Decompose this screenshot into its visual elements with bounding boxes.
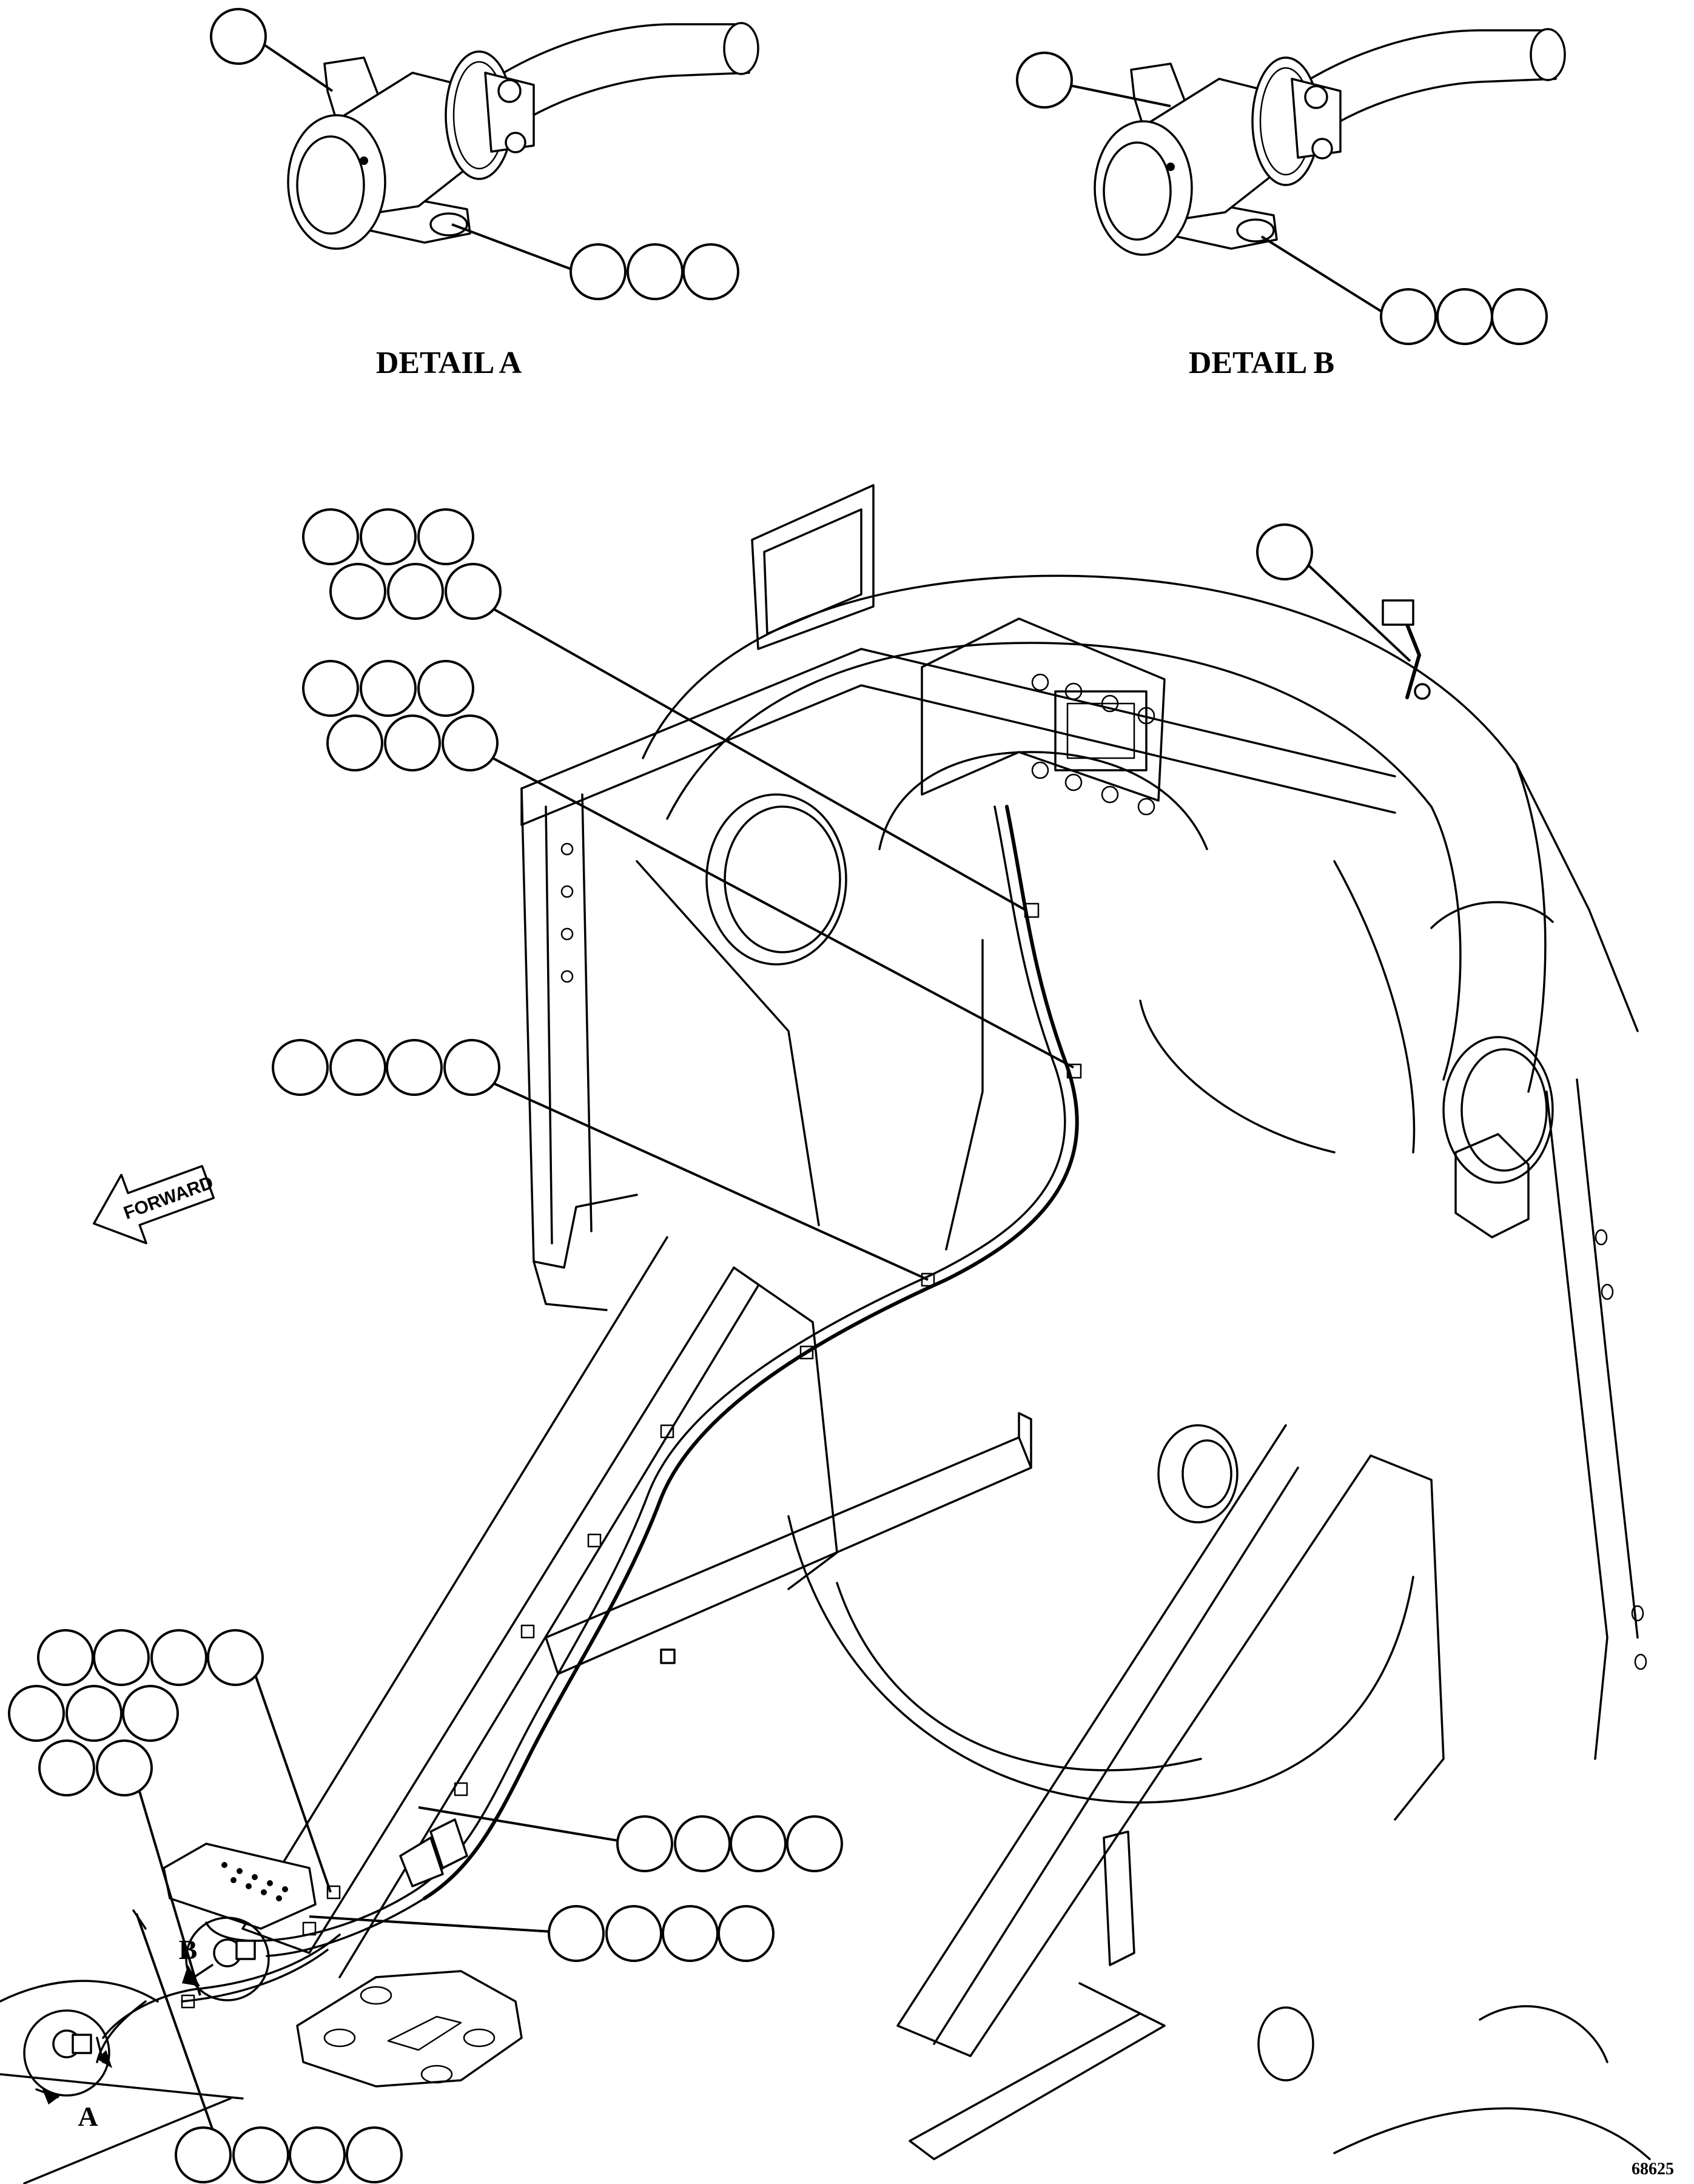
callout-leader	[469, 745, 1074, 1069]
detail-b-leader-1	[1067, 84, 1171, 107]
callout-leader	[309, 1915, 553, 1933]
detail-a-title: DETAIL A	[376, 346, 522, 380]
callout-group-4-upper	[272, 1039, 500, 1096]
callout-group-5	[8, 1685, 179, 1796]
callout-group-4-clip	[548, 1905, 775, 1962]
callout-leader	[135, 1913, 213, 2129]
callout-group-4-lower-left	[37, 1629, 264, 1686]
callout-group-6-middle	[302, 660, 499, 771]
frame-assembly-illustration	[0, 484, 1651, 2184]
forward-arrow-icon: FORWARD	[93, 1164, 216, 1245]
view-b-letter: B	[179, 1934, 198, 1965]
upper-harness-lead	[1382, 599, 1431, 700]
detail-b-title: DETAIL B	[1189, 346, 1334, 380]
callout-leader	[132, 1770, 201, 1996]
callout-leader	[1306, 563, 1411, 662]
callout-leader	[485, 1078, 929, 1281]
detail-b-callout-group	[1380, 288, 1548, 345]
detail-a-leader-1	[260, 41, 334, 92]
callout-bubble	[1016, 52, 1073, 109]
detail-a-illustration	[287, 22, 759, 250]
view-a-marker: A	[23, 2009, 112, 2132]
callout-leader	[247, 1655, 332, 1893]
callout-bubble	[1256, 523, 1313, 580]
callout-group-6-top	[302, 508, 502, 620]
view-a-letter: A	[78, 2101, 98, 2132]
detail-a-leader-2	[451, 223, 574, 271]
callout-group-4-bottom	[175, 2126, 403, 2183]
view-b-marker: B	[179, 1917, 270, 2001]
callout-leader	[418, 1806, 619, 1842]
callout-bubble	[210, 8, 267, 65]
detail-b-illustration	[1094, 28, 1566, 256]
callout-leader	[472, 596, 1026, 911]
callout-group-4-connector	[616, 1815, 843, 1872]
detail-a-callout-group	[570, 243, 739, 300]
figure-number: 68625	[1632, 2160, 1674, 2179]
detail-b-leader-2	[1260, 235, 1384, 314]
